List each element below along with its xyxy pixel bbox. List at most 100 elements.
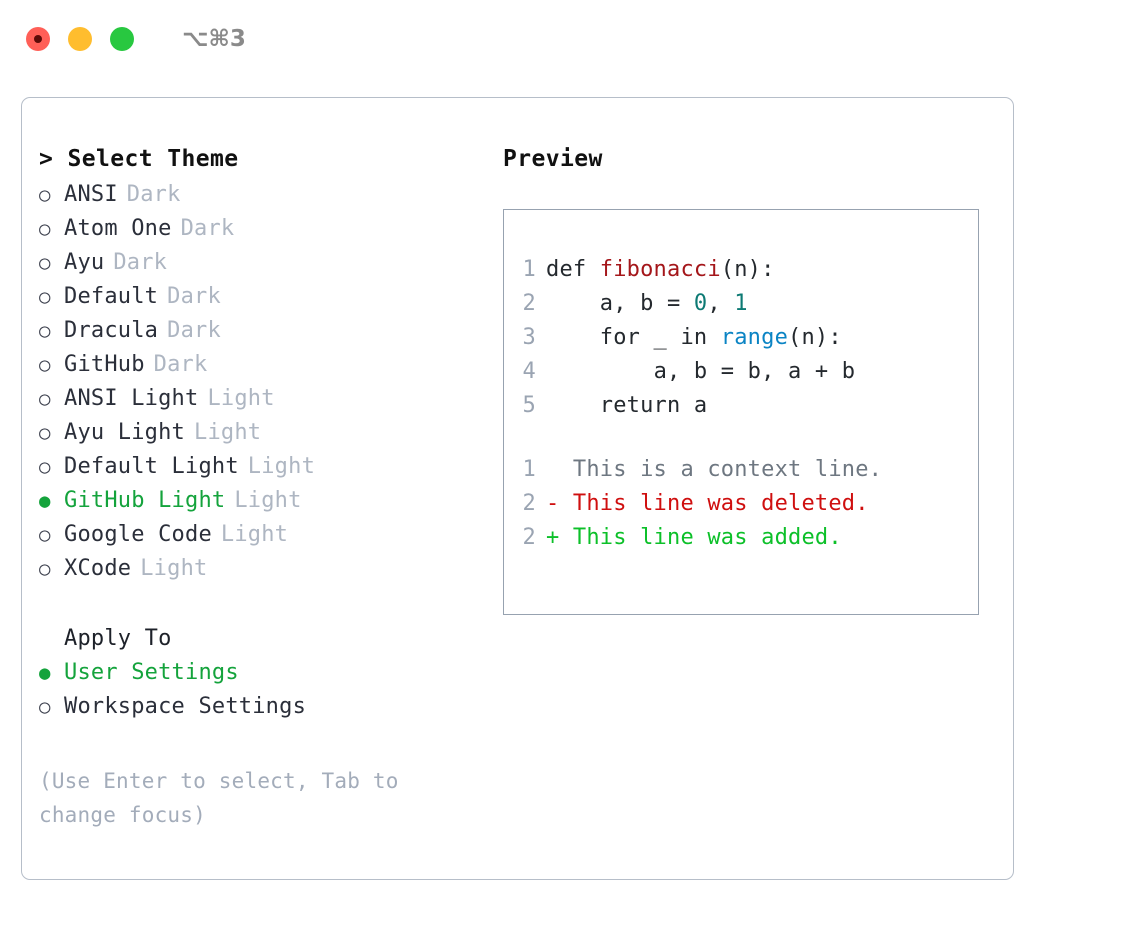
radio-icon: ○ bbox=[39, 558, 51, 580]
diff-content: - This line was deleted. bbox=[546, 491, 869, 516]
apply-to-option-user-settings[interactable]: ● User Settings bbox=[39, 660, 492, 694]
theme-option-ansi-light[interactable]: ○ ANSI Light Light bbox=[39, 386, 492, 420]
radio-icon: ○ bbox=[39, 422, 51, 444]
radio-icon: ○ bbox=[39, 184, 51, 206]
radio-icon: ○ bbox=[39, 252, 51, 274]
function-token: fibonacci bbox=[599, 257, 721, 282]
theme-variant-badge: Light bbox=[140, 556, 208, 581]
theme-variant-badge: Dark bbox=[167, 318, 221, 343]
line-number: 2 bbox=[522, 291, 536, 316]
maximize-window-button[interactable] bbox=[110, 27, 134, 51]
code-token: a, b = b, a + b bbox=[653, 359, 856, 384]
radio-icon: ○ bbox=[39, 524, 51, 546]
code-token: def bbox=[546, 257, 600, 282]
theme-option-github-dark[interactable]: ○ GitHub Dark bbox=[39, 352, 492, 386]
traffic-lights bbox=[26, 27, 134, 51]
diff-sample: 1 This is a context line. 2 - This line … bbox=[504, 457, 978, 559]
apply-to-section: Apply To ● User Settings ○ Workspace Set… bbox=[39, 626, 492, 728]
code-content: def fibonacci(n): bbox=[546, 257, 775, 282]
theme-name: ANSI bbox=[64, 182, 118, 207]
code-row: 4 a, b = b, a + b bbox=[504, 359, 978, 393]
theme-name: Default Light bbox=[64, 454, 239, 479]
diff-sign: + bbox=[546, 525, 573, 550]
keyboard-shortcut-label: ⌥⌘3 bbox=[182, 26, 246, 52]
main-panel: > Select Theme ○ ANSI Dark ○ Atom One Da… bbox=[21, 97, 1014, 880]
radio-selected-icon: ● bbox=[39, 662, 51, 684]
number-token: 1 bbox=[734, 291, 748, 316]
apply-to-label: User Settings bbox=[64, 660, 239, 685]
theme-variant-badge: Dark bbox=[126, 182, 181, 207]
theme-option-xcode[interactable]: ○ XCode Light bbox=[39, 556, 492, 590]
diff-content: This is a context line. bbox=[546, 457, 882, 482]
code-token: (n): bbox=[788, 325, 842, 350]
theme-name: GitHub Light bbox=[64, 488, 226, 513]
theme-option-default-dark[interactable]: ○ Default Dark bbox=[39, 284, 492, 318]
prompt-caret: > bbox=[39, 146, 54, 172]
call-token: range bbox=[720, 325, 789, 350]
theme-name: Ayu bbox=[64, 250, 105, 275]
theme-name: Ayu Light bbox=[64, 420, 186, 445]
apply-to-option-workspace-settings[interactable]: ○ Workspace Settings bbox=[39, 694, 492, 728]
theme-option-google-code[interactable]: ○ Google Code Light bbox=[39, 522, 492, 556]
code-token: for _ in bbox=[599, 325, 721, 350]
theme-picker-column: > Select Theme ○ ANSI Dark ○ Atom One Da… bbox=[22, 146, 492, 879]
keyboard-hint-text: (Use Enter to select, Tab to change focu… bbox=[39, 769, 399, 828]
theme-variant-badge: Dark bbox=[153, 352, 208, 377]
line-number: 4 bbox=[522, 359, 536, 384]
preview-column: Preview 1 def fibonacci(n): 2 a, b = 0, … bbox=[492, 146, 1013, 879]
code-row: 3 for _ in range(n): bbox=[504, 325, 978, 359]
line-number: 5 bbox=[522, 393, 536, 418]
window-titlebar: ⌥⌘3 bbox=[0, 0, 1140, 78]
code-token: (n): bbox=[720, 257, 775, 282]
radio-icon: ○ bbox=[39, 286, 51, 308]
theme-variant-badge: Light bbox=[234, 488, 302, 513]
close-window-button[interactable] bbox=[26, 27, 50, 51]
diff-row-deleted: 2 - This line was deleted. bbox=[504, 491, 978, 525]
theme-name: Google Code bbox=[64, 522, 212, 547]
code-content: a, b = b, a + b bbox=[546, 359, 855, 384]
line-number: 2 bbox=[522, 491, 536, 516]
recording-indicator-icon bbox=[34, 35, 42, 43]
preview-heading: Preview bbox=[503, 146, 603, 172]
preview-spacer bbox=[504, 427, 978, 457]
preview-box: 1 def fibonacci(n): 2 a, b = 0, 1 3 for … bbox=[503, 209, 979, 615]
select-theme-heading: > Select Theme bbox=[39, 146, 492, 172]
theme-variant-badge: Light bbox=[194, 420, 262, 445]
diff-sign: - bbox=[546, 491, 573, 516]
list-spacer bbox=[39, 590, 492, 626]
radio-icon: ○ bbox=[39, 696, 51, 718]
theme-option-ayu-dark[interactable]: ○ Ayu Dark bbox=[39, 250, 492, 284]
theme-name: Dracula bbox=[64, 318, 159, 343]
theme-option-ansi-dark[interactable]: ○ ANSI Dark bbox=[39, 182, 492, 216]
theme-option-atom-one-dark[interactable]: ○ Atom One Dark bbox=[39, 216, 492, 250]
diff-content: + This line was added. bbox=[546, 525, 842, 550]
code-row: 5 return a bbox=[504, 393, 978, 427]
code-content: return a bbox=[546, 393, 707, 418]
theme-name: ANSI Light bbox=[64, 386, 199, 411]
theme-option-ayu-light[interactable]: ○ Ayu Light Light bbox=[39, 420, 492, 454]
code-row: 1 def fibonacci(n): bbox=[504, 257, 978, 291]
apply-to-label: Workspace Settings bbox=[64, 694, 307, 719]
theme-variant-badge: Light bbox=[207, 386, 275, 411]
select-theme-heading-label: Select Theme bbox=[67, 146, 239, 172]
minimize-window-button[interactable] bbox=[68, 27, 92, 51]
line-number: 1 bbox=[522, 457, 536, 482]
diff-row-context: 1 This is a context line. bbox=[504, 457, 978, 491]
theme-option-github-light[interactable]: ● GitHub Light Light bbox=[39, 488, 492, 522]
code-token: return a bbox=[599, 393, 708, 418]
theme-variant-badge: Dark bbox=[167, 284, 221, 309]
code-content: for _ in range(n): bbox=[546, 325, 842, 350]
theme-option-dracula-dark[interactable]: ○ Dracula Dark bbox=[39, 318, 492, 352]
code-token: a, b = bbox=[599, 291, 694, 316]
diff-text: This line was deleted. bbox=[572, 491, 869, 516]
diff-sign bbox=[546, 457, 573, 482]
theme-variant-badge: Dark bbox=[113, 250, 168, 275]
line-number: 1 bbox=[522, 257, 536, 282]
code-row: 2 a, b = 0, 1 bbox=[504, 291, 978, 325]
theme-option-default-light[interactable]: ○ Default Light Light bbox=[39, 454, 492, 488]
theme-name: Atom One bbox=[64, 216, 172, 241]
radio-icon: ○ bbox=[39, 218, 51, 240]
line-number: 2 bbox=[522, 525, 536, 550]
theme-name: Default bbox=[64, 284, 159, 309]
number-token: 0 bbox=[693, 291, 708, 316]
